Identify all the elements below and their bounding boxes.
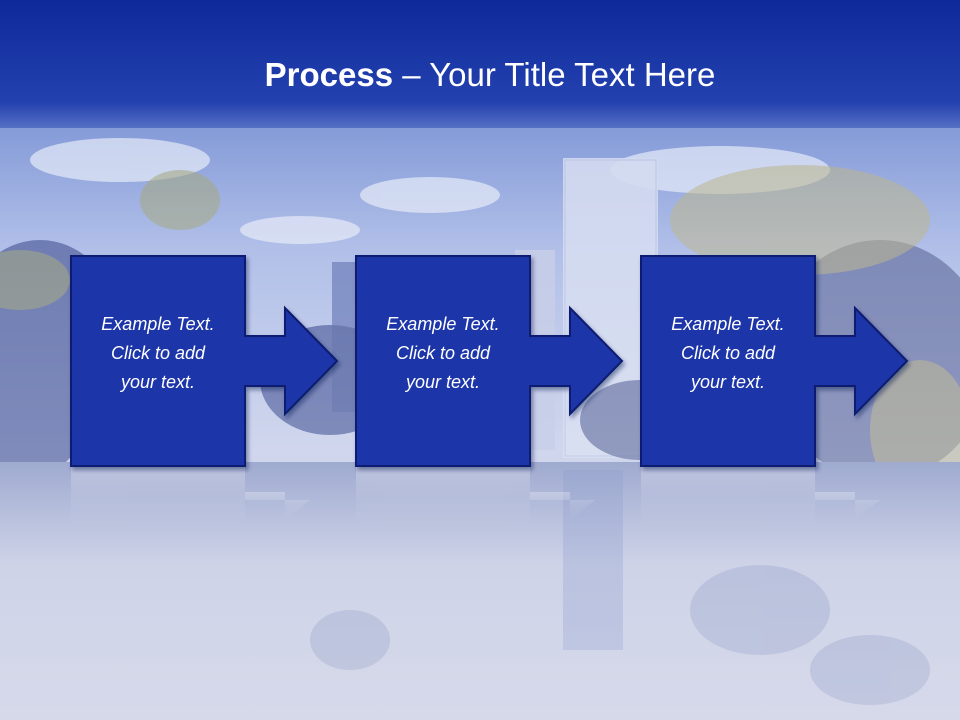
step-2-text[interactable]: Example Text. Click to add your text. bbox=[356, 310, 530, 397]
slide-title: Process – Your Title Text Here bbox=[0, 54, 960, 96]
step-2-line-3: your text. bbox=[405, 372, 481, 392]
step-1-reflection bbox=[71, 467, 310, 529]
step-1-line-2: Click to add bbox=[110, 343, 206, 363]
title-rest: – Your Title Text Here bbox=[393, 56, 716, 93]
step-3-shape bbox=[640, 255, 909, 467]
process-step-1[interactable] bbox=[70, 255, 339, 467]
title-bold-word: Process bbox=[264, 56, 394, 93]
step-3-text[interactable]: Example Text. Click to add your text. bbox=[641, 310, 815, 397]
step-1-shape bbox=[70, 255, 339, 467]
process-step-3[interactable] bbox=[640, 255, 909, 467]
reflection-group bbox=[71, 467, 880, 529]
step-3-reflection bbox=[641, 467, 880, 529]
step-2-shape bbox=[355, 255, 624, 467]
step-2-reflection bbox=[356, 467, 595, 529]
step-1-text[interactable]: Example Text. Click to add your text. bbox=[71, 310, 245, 397]
step-3-line-3: your text. bbox=[690, 372, 766, 392]
step-2-line-1: Example Text. bbox=[386, 314, 500, 334]
process-step-2[interactable] bbox=[355, 255, 624, 467]
step-1-line-1: Example Text. bbox=[101, 314, 215, 334]
step-3-line-2: Click to add bbox=[680, 343, 776, 363]
step-1-line-3: your text. bbox=[120, 372, 196, 392]
step-2-line-2: Click to add bbox=[395, 343, 491, 363]
step-3-line-1: Example Text. bbox=[671, 314, 785, 334]
